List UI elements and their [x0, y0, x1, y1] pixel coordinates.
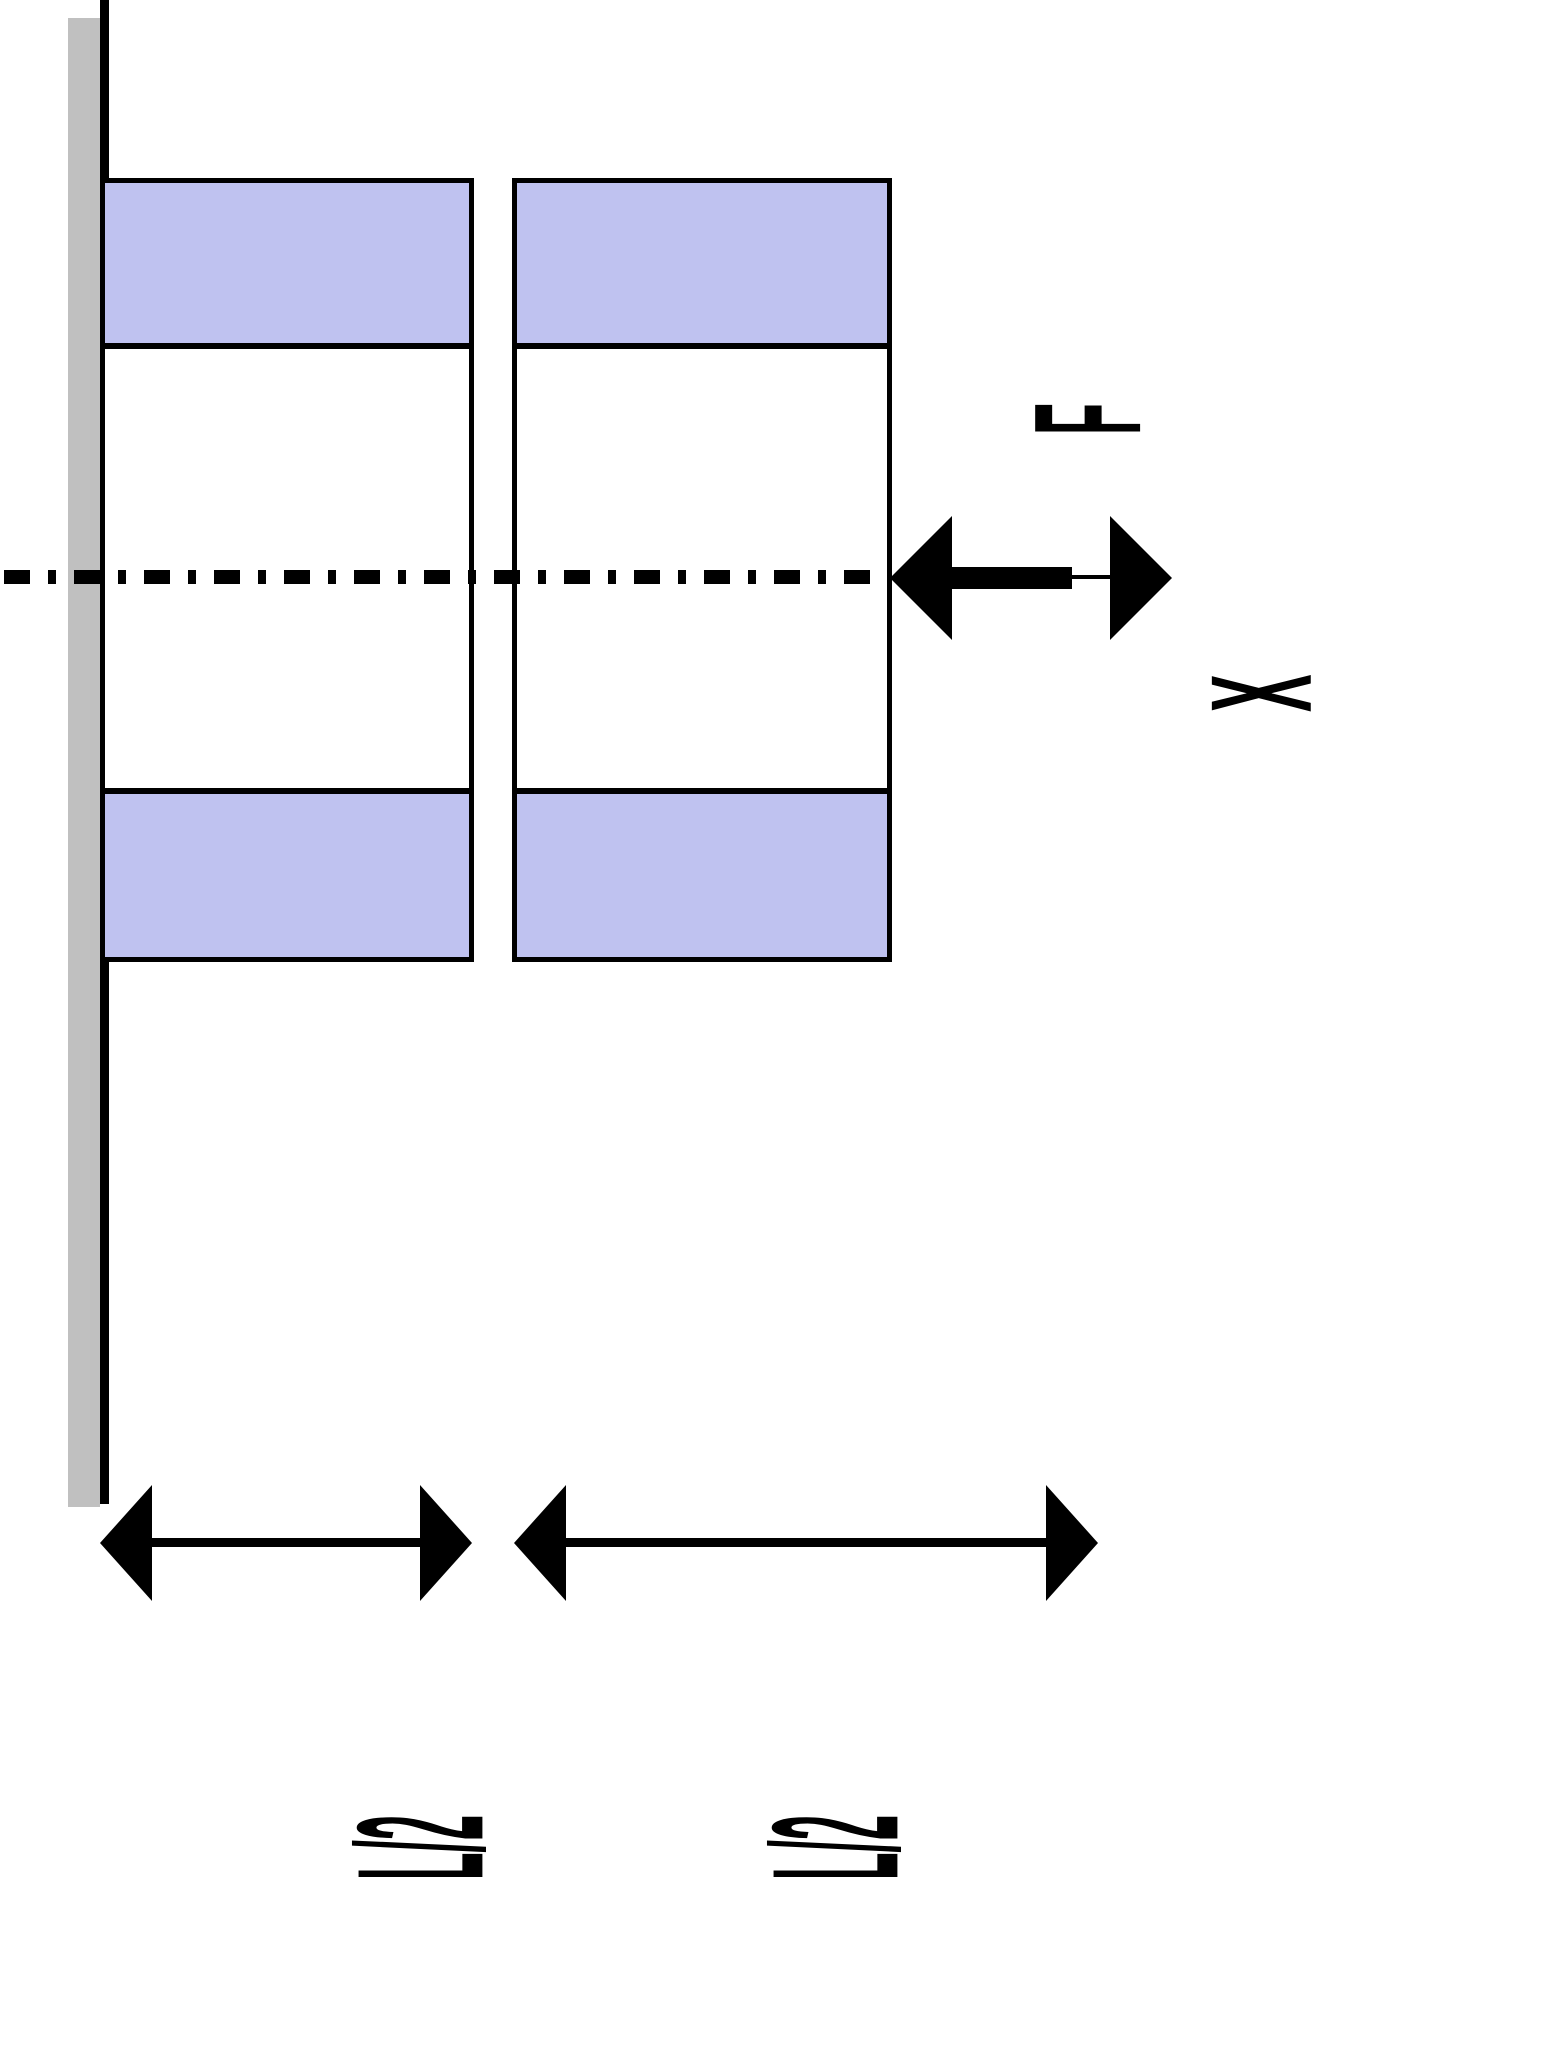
dimension-left-shaft	[148, 1538, 448, 1547]
beam-right-bottom-band	[517, 794, 887, 957]
beam-left-bottom-band-edge	[100, 788, 474, 794]
dimension-left-label: L/2	[319, 1814, 521, 1880]
beam-left-top-band-edge	[100, 343, 474, 349]
force-arrow-shaft	[950, 567, 1072, 589]
beam-left-bottom-band	[105, 794, 469, 957]
dimension-right-label: L/2	[734, 1814, 936, 1880]
x-axis-arrow-head	[1110, 516, 1172, 640]
dimension-left-arrow-head-end	[420, 1485, 472, 1601]
wall-hatch-block	[68, 18, 100, 1507]
dimension-left-arrow-head-start	[100, 1485, 152, 1601]
beam-left-top-band	[105, 183, 469, 343]
dimension-right-shaft	[562, 1538, 1072, 1547]
force-label: F	[1003, 402, 1174, 435]
x-axis-label: X	[1181, 674, 1342, 712]
dimension-right-arrow-head-end	[1046, 1485, 1098, 1601]
dimension-right-arrow-head-start	[514, 1485, 566, 1601]
force-arrow-head	[890, 516, 952, 640]
beam-right-top-band	[517, 183, 887, 343]
beam-right-top-band-edge	[512, 343, 892, 349]
neutral-axis-centerline	[4, 570, 890, 584]
beam-right-bottom-band-edge	[512, 788, 892, 794]
x-axis-shaft	[1056, 575, 1124, 579]
